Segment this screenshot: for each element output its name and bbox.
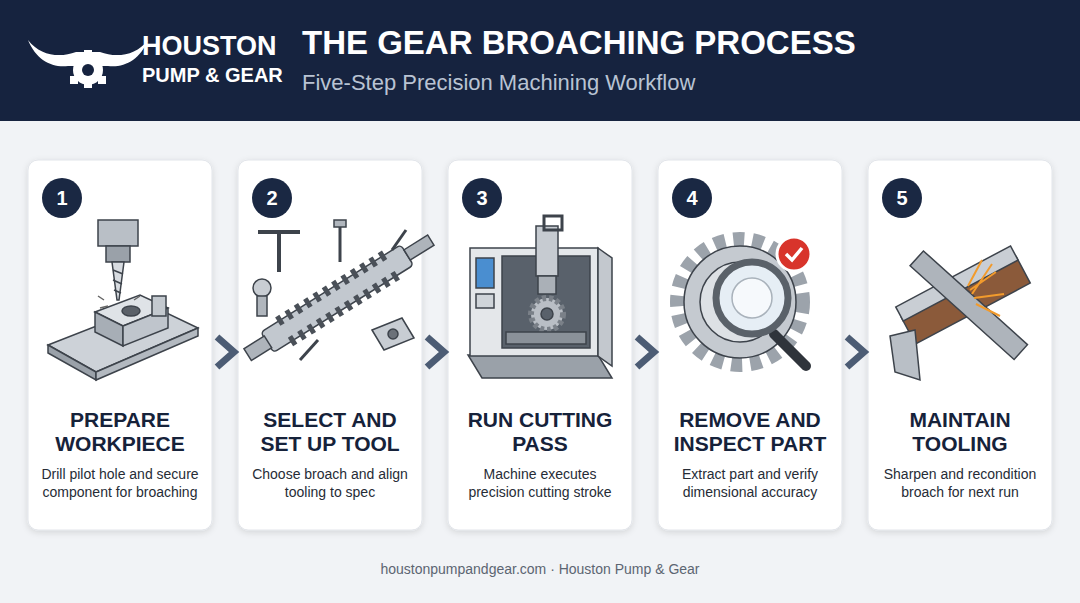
logo-subname: PUMP & GEAR xyxy=(142,64,283,87)
step-number: 5 xyxy=(896,187,907,210)
subtitle: Five-Step Precision Machining Workflow xyxy=(302,70,695,96)
footer-text: houstonpumpandgear.com · Houston Pump & … xyxy=(380,561,699,577)
step-title: RUN CUTTING PASS xyxy=(456,408,624,456)
chevron-connector xyxy=(217,337,234,367)
step-number-badge: 3 xyxy=(462,178,502,218)
step-number-badge: 4 xyxy=(672,178,712,218)
step-title: MAINTAIN TOOLING xyxy=(876,408,1044,456)
step-number: 3 xyxy=(476,187,487,210)
logo-icon xyxy=(28,40,148,88)
machine-illustration xyxy=(468,216,612,378)
broach-tool-illustration xyxy=(241,220,437,365)
chevron-connector xyxy=(427,337,444,367)
step-card: RUN CUTTING PASS Machine executes precisi… xyxy=(448,160,632,530)
step-title: PREPARE WORKPIECE xyxy=(36,408,204,456)
step-card: PREPARE WORKPIECE Drill pilot hole and se… xyxy=(28,160,212,530)
step-description: Machine executes precision cutting strok… xyxy=(456,466,624,501)
sharpening-illustration xyxy=(890,246,1030,380)
header-band xyxy=(0,0,1080,121)
chevron-connector xyxy=(847,337,864,367)
card-background xyxy=(238,160,422,530)
logo-name: HOUSTON xyxy=(142,31,277,62)
step-number-badge: 2 xyxy=(252,178,292,218)
step-title: REMOVE AND INSPECT PART xyxy=(666,408,834,456)
chevron-connector xyxy=(637,337,654,367)
step-number-badge: 1 xyxy=(42,178,82,218)
page-title: THE GEAR BROACHING PROCESS xyxy=(302,24,856,62)
step-description: Sharpen and recondition broach for next … xyxy=(876,466,1044,501)
step-card: SELECT AND SET UP TOOL Choose broach and … xyxy=(238,160,422,530)
step-number: 2 xyxy=(266,187,277,210)
step-number: 1 xyxy=(56,187,67,210)
card-backgrounds xyxy=(28,160,1052,530)
inspection-illustration xyxy=(678,237,811,366)
step-description: Drill pilot hole and secure component fo… xyxy=(36,466,204,501)
step-title: SELECT AND SET UP TOOL xyxy=(246,408,414,456)
step-number-badge: 5 xyxy=(882,178,922,218)
card-background xyxy=(28,160,212,530)
step-description: Choose broach and align tooling to spec xyxy=(246,466,414,501)
card-background xyxy=(448,160,632,530)
drill-illustration xyxy=(48,220,198,380)
step-card: MAINTAIN TOOLING Sharpen and recondition … xyxy=(868,160,1052,530)
card-background xyxy=(868,160,1052,530)
card-background xyxy=(658,160,842,530)
step-number: 4 xyxy=(686,187,697,210)
step-card: REMOVE AND INSPECT PART Extract part and … xyxy=(658,160,842,530)
step-description: Extract part and verify dimensional accu… xyxy=(666,466,834,501)
